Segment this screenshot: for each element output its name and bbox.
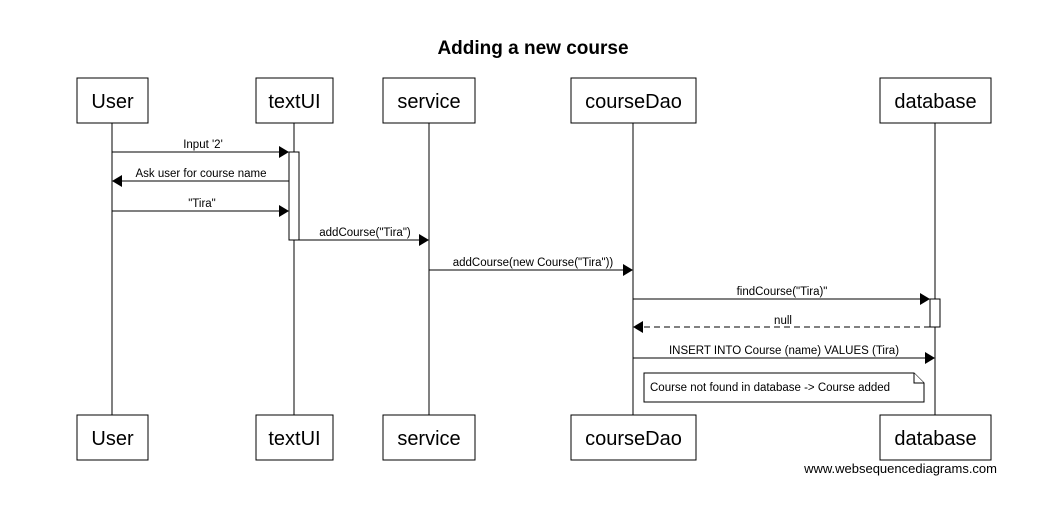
participant-user-top: User — [76, 77, 149, 124]
participant-label: courseDao — [585, 91, 682, 113]
participant-service-top: service — [382, 77, 476, 124]
message-addcourse-new-course: addCourse(new Course("Tira")) — [429, 257, 633, 276]
participant-label: database — [894, 428, 976, 450]
watermark-link: www.websequencediagrams.com — [803, 461, 997, 476]
participant-label: courseDao — [585, 428, 682, 450]
participant-label: service — [397, 428, 460, 450]
lifelines — [111, 123, 936, 415]
participant-coursedao-bottom: courseDao — [570, 414, 697, 461]
message-addcourse-tira: addCourse("Tira") — [299, 227, 429, 246]
diagram-title: Adding a new course — [437, 38, 628, 59]
message-label: Input '2' — [183, 139, 223, 151]
participant-label: User — [91, 428, 134, 450]
message-ask-course-name: Ask user for course name — [112, 168, 289, 187]
message-null-return: null — [633, 315, 930, 333]
note-course-added: Course not found in database -> Course a… — [643, 372, 925, 403]
participant-user-bottom: User — [76, 414, 149, 461]
activation-textui — [288, 151, 300, 241]
message-label: null — [774, 315, 792, 327]
activation-database — [929, 298, 941, 328]
participant-label: textUI — [268, 428, 320, 450]
participant-database-bottom: database — [879, 414, 992, 461]
participant-label: textUI — [268, 91, 320, 113]
participant-label: User — [91, 91, 134, 113]
message-label: Ask user for course name — [135, 168, 266, 180]
message-insert-into: INSERT INTO Course (name) VALUES (Tira) — [633, 345, 935, 364]
message-label: addCourse("Tira") — [319, 227, 411, 239]
message-tira: "Tira" — [112, 198, 289, 217]
message-label: "Tira" — [188, 198, 216, 210]
participant-coursedao-top: courseDao — [570, 77, 697, 124]
message-label: findCourse("Tira)" — [737, 286, 828, 298]
message-label: INSERT INTO Course (name) VALUES (Tira) — [669, 345, 899, 357]
message-findcourse: findCourse("Tira)" — [633, 286, 930, 305]
participant-label: service — [397, 91, 460, 113]
message-label: addCourse(new Course("Tira")) — [453, 257, 614, 269]
message-input-2: Input '2' — [112, 139, 289, 158]
note-text: Course not found in database -> Course a… — [650, 382, 890, 394]
participant-textui-bottom: textUI — [255, 414, 334, 461]
participant-database-top: database — [879, 77, 992, 124]
participant-service-bottom: service — [382, 414, 476, 461]
participant-textui-top: textUI — [255, 77, 334, 124]
participant-label: database — [894, 91, 976, 113]
